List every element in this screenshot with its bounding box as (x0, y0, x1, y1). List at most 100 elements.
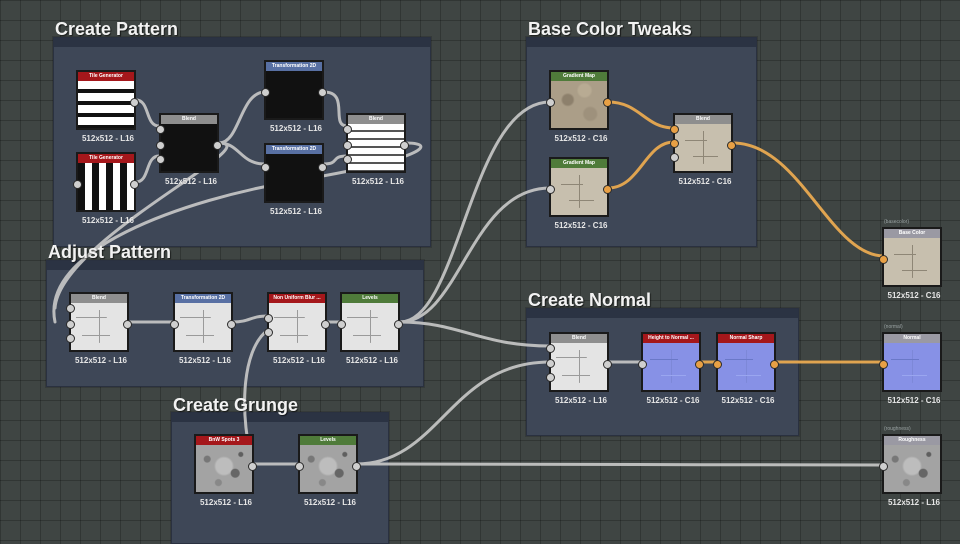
input-port[interactable] (156, 141, 165, 150)
node-blend-3[interactable]: Blend 512x512 - L16 (66, 292, 132, 365)
node-info: 512x512 - L16 (887, 498, 941, 507)
node-title: Tile Generator (78, 154, 134, 163)
node-transformation-3[interactable]: Transformation 2D 512x512 - L16 (170, 292, 236, 365)
input-port[interactable] (713, 360, 722, 369)
input-port[interactable] (670, 153, 679, 162)
output-port[interactable] (352, 462, 361, 471)
output-port[interactable] (603, 185, 612, 194)
output-port[interactable] (248, 462, 257, 471)
input-port[interactable] (295, 462, 304, 471)
node-tile-generator-1[interactable]: Tile Generator 512x512 - L16 (76, 70, 139, 143)
input-port[interactable] (337, 320, 346, 329)
node-info: 512x512 - L16 (345, 356, 399, 365)
node-blend-2[interactable]: Blend 512x512 - L16 (343, 113, 409, 186)
node-preview (675, 124, 731, 171)
node-preview (175, 303, 231, 350)
node-preview (161, 124, 217, 171)
node-normal-output[interactable]: (normal) Normal 512x512 - C16 (879, 324, 942, 405)
node-levels-2[interactable]: Levels 512x512 - L16 (295, 434, 361, 507)
output-port[interactable] (400, 141, 409, 150)
node-info: 512x512 - C16 (721, 396, 775, 405)
node-transformation-1[interactable]: Transformation 2D 512x512 - L16 (261, 60, 327, 133)
node-normal-sharp[interactable]: Normal Sharp 512x512 - C16 (713, 332, 779, 405)
frame-title-create-grunge[interactable]: Create Grunge (173, 395, 299, 415)
node-preview (884, 238, 940, 285)
node-base-color-output[interactable]: (basecolor) Base Color 512x512 - C16 (879, 219, 942, 300)
output-port[interactable] (130, 98, 139, 107)
node-tag: (roughness) (884, 426, 911, 432)
node-blend-4[interactable]: Blend 512x512 - C16 (670, 113, 736, 186)
output-port[interactable] (227, 320, 236, 329)
node-title: Roughness (884, 436, 940, 445)
node-info: 512x512 - L16 (74, 356, 128, 365)
input-port[interactable] (879, 255, 888, 264)
node-title: Blend (348, 115, 404, 124)
output-port[interactable] (321, 320, 330, 329)
node-info: 512x512 - L16 (351, 177, 405, 186)
output-port[interactable] (318, 88, 327, 97)
node-info: 512x512 - C16 (678, 177, 732, 186)
node-height-to-normal[interactable]: Height to Normal ... 512x512 - C16 (638, 332, 704, 405)
node-roughness-output[interactable]: (roughness) Roughness 512x512 - L16 (879, 426, 942, 507)
output-port[interactable] (770, 360, 779, 369)
input-port[interactable] (343, 141, 352, 150)
input-port[interactable] (261, 163, 270, 172)
node-gradient-map-1[interactable]: Gradient Map 512x512 - C16 (546, 70, 612, 143)
input-port[interactable] (264, 314, 273, 323)
node-preview (643, 343, 699, 390)
node-transformation-2[interactable]: Transformation 2D 512x512 - L16 (261, 143, 327, 216)
input-port[interactable] (670, 125, 679, 134)
input-port[interactable] (546, 185, 555, 194)
input-port[interactable] (66, 304, 75, 313)
node-preview (269, 303, 325, 350)
input-port[interactable] (343, 155, 352, 164)
node-blend-5[interactable]: Blend 512x512 - L16 (546, 332, 612, 405)
node-title: Height to Normal ... (643, 334, 699, 343)
frame-title-base-color-tweaks[interactable]: Base Color Tweaks (528, 19, 692, 39)
input-port[interactable] (343, 125, 352, 134)
output-port[interactable] (394, 320, 403, 329)
output-port[interactable] (727, 141, 736, 150)
node-non-uniform-blur[interactable]: Non Uniform Blur ... 512x512 - L16 (264, 292, 330, 365)
frame-title-create-normal[interactable]: Create Normal (528, 290, 652, 310)
output-port[interactable] (695, 360, 704, 369)
node-title: Normal Sharp (718, 334, 774, 343)
input-port[interactable] (879, 462, 888, 471)
input-port[interactable] (66, 334, 75, 343)
input-port[interactable] (546, 98, 555, 107)
node-title: Gradient Map (551, 72, 607, 81)
input-port[interactable] (156, 155, 165, 164)
node-preview (266, 71, 322, 118)
output-port[interactable] (318, 163, 327, 172)
input-port[interactable] (638, 360, 647, 369)
node-tile-generator-2[interactable]: Tile Generator 512x512 - L16 (73, 152, 139, 225)
input-port[interactable] (156, 125, 165, 134)
input-port[interactable] (879, 360, 888, 369)
output-port[interactable] (213, 141, 222, 150)
frame-title-create-pattern[interactable]: Create Pattern (55, 19, 179, 39)
output-port[interactable] (123, 320, 132, 329)
output-port[interactable] (603, 360, 612, 369)
input-port[interactable] (546, 344, 555, 353)
node-grunge-spots[interactable]: BnW Spots 3 512x512 - L16 (194, 434, 257, 507)
frame-title-adjust-pattern[interactable]: Adjust Pattern (48, 242, 172, 262)
input-port[interactable] (170, 320, 179, 329)
input-port[interactable] (73, 180, 82, 189)
node-gradient-map-2[interactable]: Gradient Map 512x512 - C16 (546, 157, 612, 230)
input-port[interactable] (66, 320, 75, 329)
node-preview (884, 445, 940, 492)
output-port[interactable] (130, 180, 139, 189)
input-port[interactable] (546, 359, 555, 368)
input-port[interactable] (670, 139, 679, 148)
node-preview (266, 154, 322, 201)
input-port[interactable] (264, 328, 273, 337)
node-blend-1[interactable]: Blend 512x512 - L16 (156, 113, 222, 186)
wire-levels2-roughness[interactable] (354, 462, 886, 467)
input-port[interactable] (261, 88, 270, 97)
output-port[interactable] (603, 98, 612, 107)
node-info: 512x512 - L16 (81, 134, 135, 143)
node-preview (78, 81, 134, 128)
input-port[interactable] (546, 373, 555, 382)
node-info: 512x512 - L16 (81, 216, 135, 225)
node-levels-1[interactable]: Levels 512x512 - L16 (337, 292, 403, 365)
